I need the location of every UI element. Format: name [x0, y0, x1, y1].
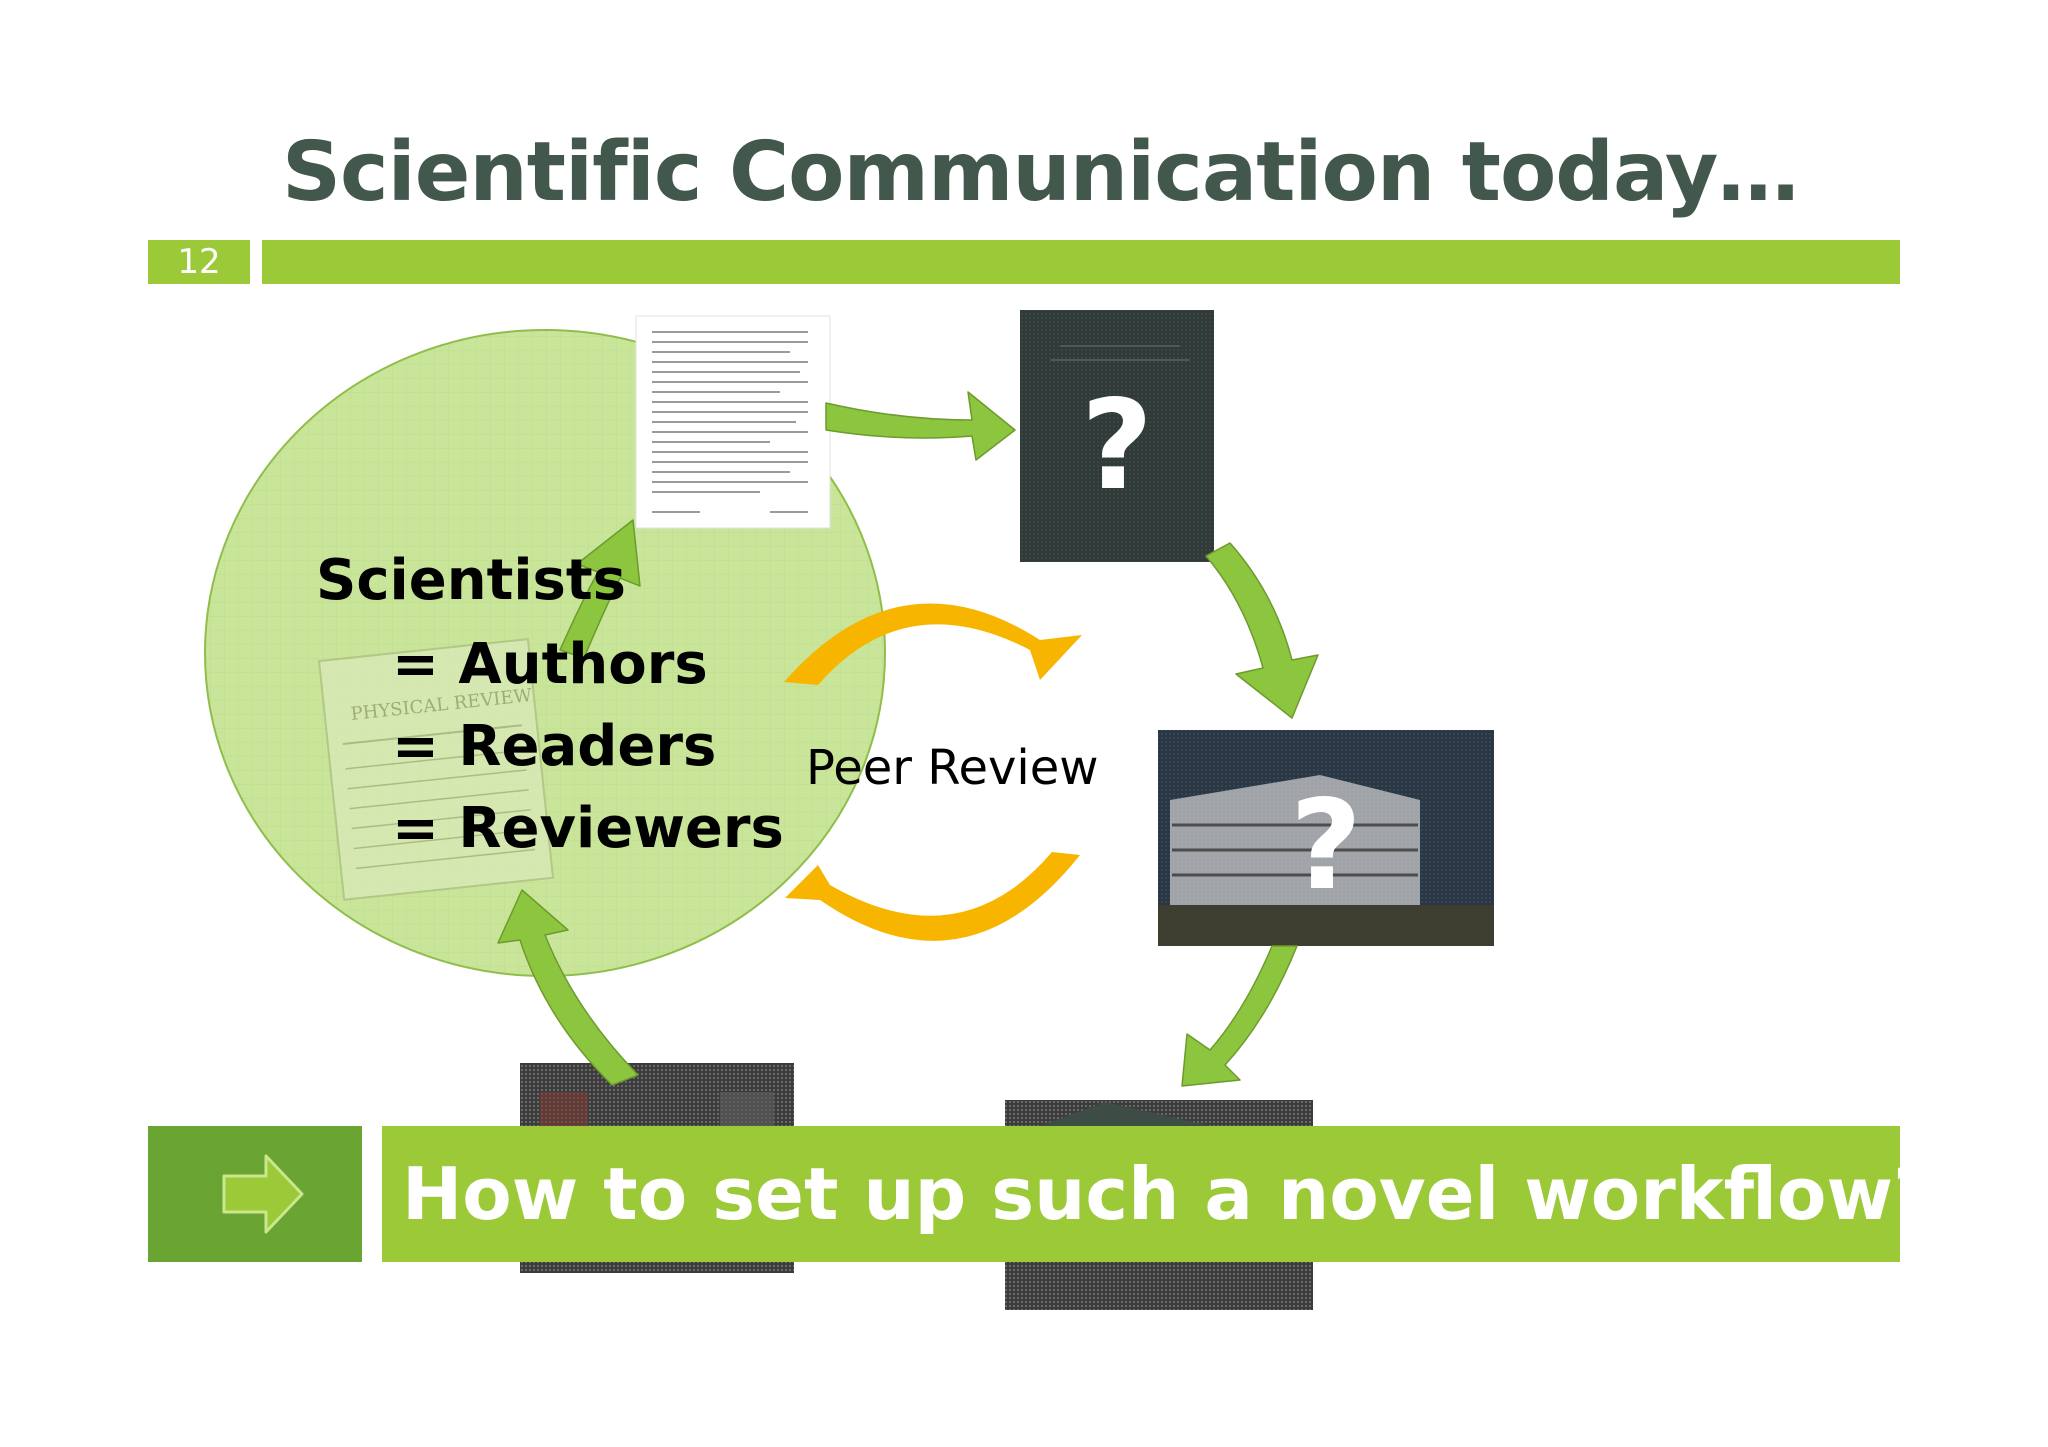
peer-review-label: Peer Review [806, 740, 1099, 796]
slide-title: Scientific Communication today… [282, 125, 1799, 220]
authors-label: = Authors [392, 632, 708, 697]
institution-building-image: ? [1158, 730, 1494, 946]
arrow-manuscript-to-journal [825, 391, 1016, 461]
arrow-journal-to-institution [1205, 542, 1319, 719]
reviewers-label: = Reviewers [392, 796, 784, 861]
scientists-label: Scientists [316, 548, 626, 613]
readers-label: = Readers [392, 714, 717, 779]
arrow-library-to-scientists [497, 889, 639, 1086]
question-icon-box [148, 1126, 362, 1262]
institution-question-mark: ? [1290, 774, 1362, 918]
old-journal-page-image: PHYSICAL REVIEW [317, 638, 555, 901]
question-banner: How to set up such a novel workflow? [382, 1126, 1935, 1262]
peer-review-arrow-lower [785, 852, 1080, 941]
right-arrow-icon [222, 1154, 304, 1234]
arrow-institution-to-archive [1181, 945, 1298, 1087]
title-rule [262, 240, 1900, 284]
journal-question-mark: ? [1081, 374, 1153, 518]
journal-cover-image: ? [1020, 310, 1214, 562]
peer-review-arrow-upper [784, 603, 1082, 685]
slide-number: 12 [148, 240, 250, 284]
arrow-scientists-to-manuscript [559, 519, 641, 659]
manuscript-page-image [635, 315, 831, 529]
